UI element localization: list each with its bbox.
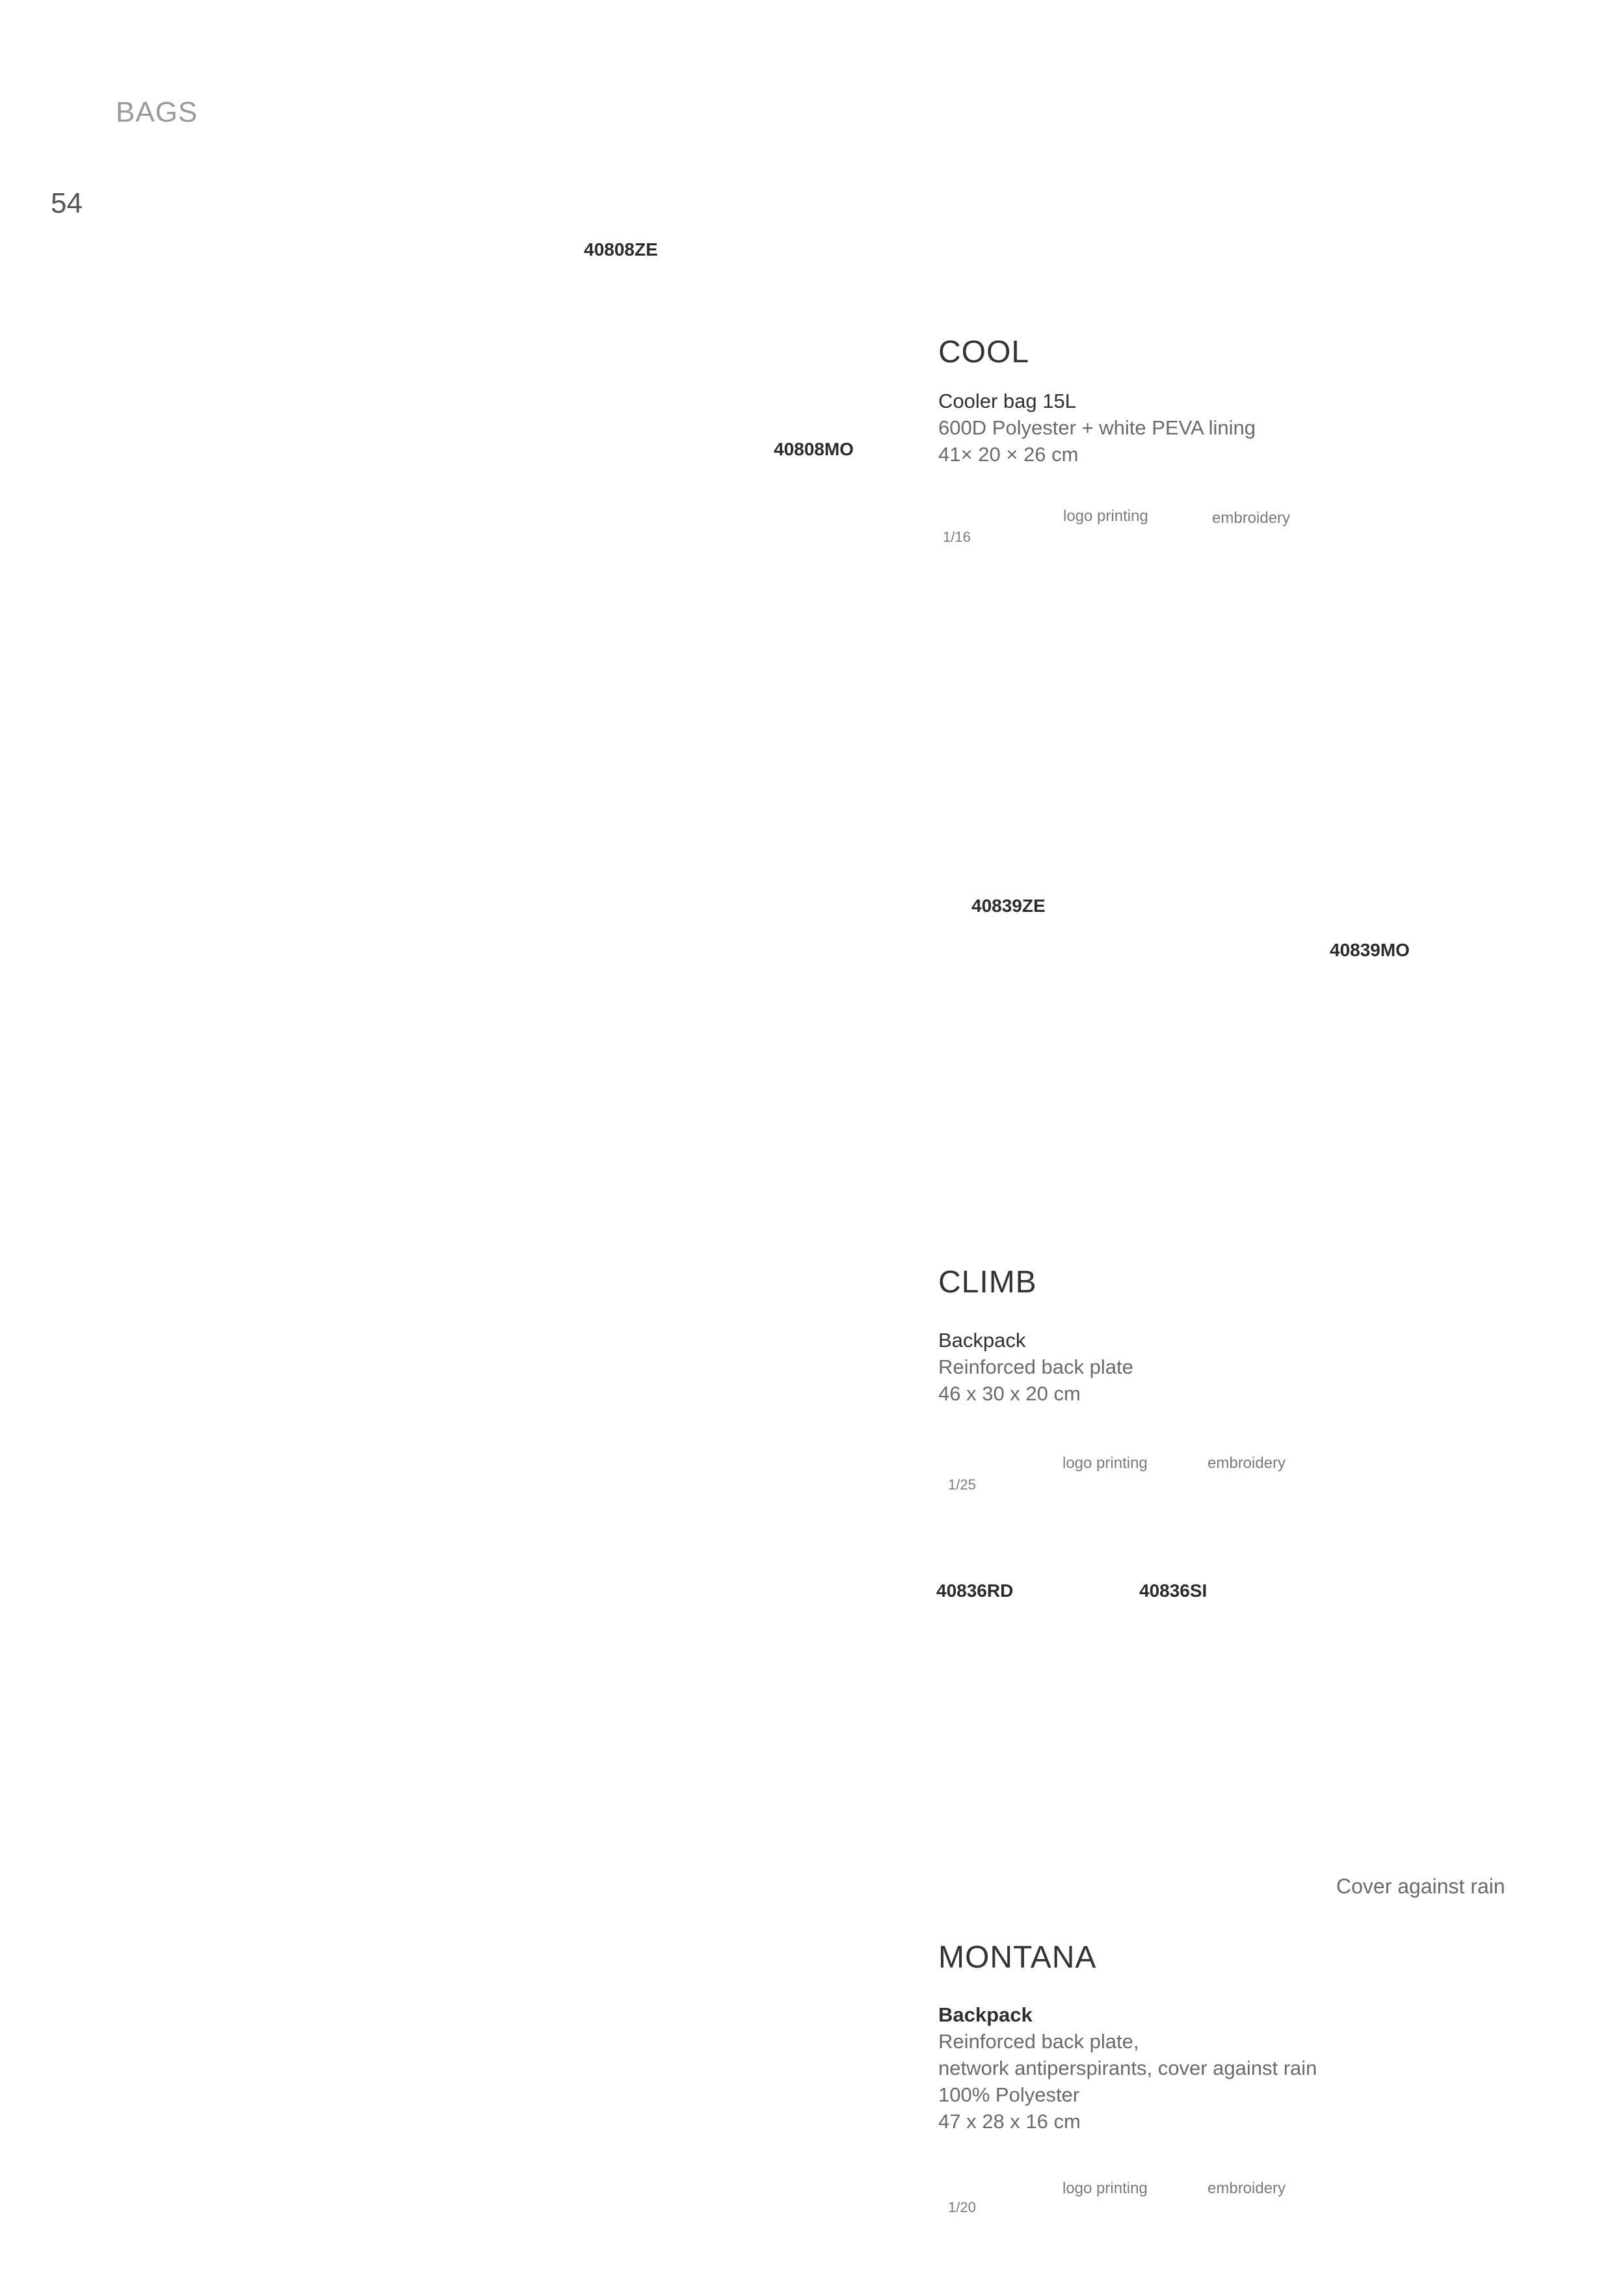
product-material: 600D Polyester + white PEVA lining xyxy=(938,416,1256,439)
product-dimensions: 41× 20 × 26 cm xyxy=(938,443,1079,466)
option-logo-printing: logo printing xyxy=(1063,507,1148,525)
pack-quantity: 1/16 xyxy=(943,529,971,545)
product-type: Backpack xyxy=(938,2003,1033,2026)
pack-quantity: 1/25 xyxy=(948,1476,976,1493)
product-feature-line-1: Reinforced back plate, xyxy=(938,2030,1139,2053)
product-code-40808mo: 40808MO xyxy=(774,439,854,459)
product-code-40839mo: 40839MO xyxy=(1330,940,1410,960)
product-dimensions: 47 x 28 x 16 cm xyxy=(938,2110,1081,2133)
product-feature: Reinforced back plate xyxy=(938,1355,1133,1378)
option-embroidery: embroidery xyxy=(1207,1454,1286,1472)
product-code-40836si: 40836SI xyxy=(1139,1581,1207,1601)
accessory-note: Cover against rain xyxy=(1336,1875,1505,1898)
product-name-montana: MONTANA xyxy=(938,1940,1097,1975)
product-feature-line-2: network antiperspirants, cover against r… xyxy=(938,2057,1317,2079)
product-dimensions: 46 x 30 x 20 cm xyxy=(938,1382,1081,1405)
product-code-40808ze: 40808ZE xyxy=(584,239,658,260)
page-number: 54 xyxy=(51,187,83,219)
product-type: Backpack xyxy=(938,1329,1026,1352)
pack-quantity: 1/20 xyxy=(948,2199,976,2215)
product-code-40839ze: 40839ZE xyxy=(971,896,1046,916)
product-specs-montana: Backpack Reinforced back plate, network … xyxy=(938,2001,1317,2135)
section-title: BAGS xyxy=(116,96,198,128)
product-name-cool: COOL xyxy=(938,335,1030,369)
product-name-climb: CLIMB xyxy=(938,1265,1037,1300)
product-specs-cool: Cooler bag 15L 600D Polyester + white PE… xyxy=(938,388,1256,468)
option-embroidery: embroidery xyxy=(1212,509,1291,527)
product-type: Cooler bag 15L xyxy=(938,390,1076,412)
product-code-40836rd: 40836RD xyxy=(936,1581,1014,1601)
option-embroidery: embroidery xyxy=(1207,2180,1286,2197)
product-material: 100% Polyester xyxy=(938,2083,1080,2106)
option-logo-printing: logo printing xyxy=(1062,2180,1148,2197)
option-logo-printing: logo printing xyxy=(1062,1454,1148,1472)
product-specs-climb: Backpack Reinforced back plate 46 x 30 x… xyxy=(938,1327,1133,1407)
